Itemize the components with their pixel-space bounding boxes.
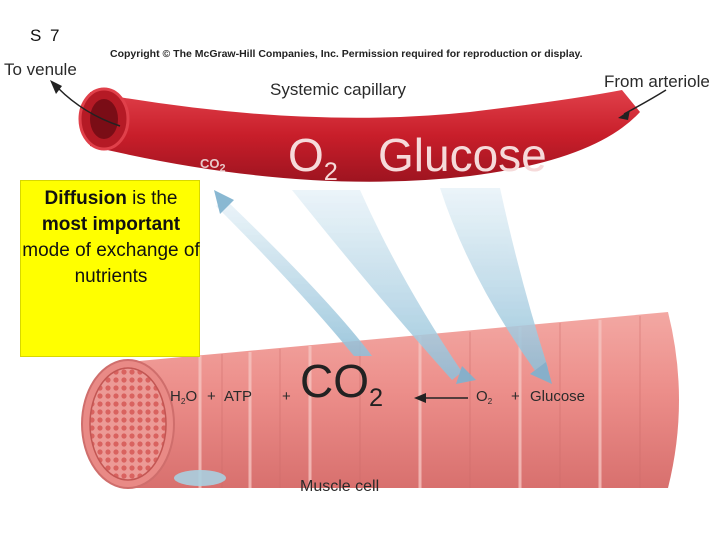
label-muscle-cell: Muscle cell xyxy=(300,478,380,495)
capillary-glucose: Glucose xyxy=(378,129,547,181)
slide-number: S 7 xyxy=(30,26,62,45)
muscle-atp: ATP xyxy=(224,388,253,405)
plus-sign: + xyxy=(282,388,291,405)
capillary-o2: O2 xyxy=(288,129,338,186)
capillary-co2: CO2 xyxy=(200,156,226,175)
muscle-co2: CO2 xyxy=(300,355,384,412)
label-to-venule: To venule xyxy=(4,60,77,79)
plus-sign: + xyxy=(207,388,216,405)
callout-text: Diffusion is the most important mode of … xyxy=(22,188,200,287)
muscle-o2: O2 xyxy=(476,388,493,406)
copyright-notice: Copyright © The McGraw-Hill Companies, I… xyxy=(110,48,583,60)
callout-box: Diffusion is the most important mode of … xyxy=(20,180,200,357)
label-systemic-capillary: Systemic capillary xyxy=(270,80,407,99)
diffusion-arrows xyxy=(214,188,552,384)
label-from-arteriole: From arteriole xyxy=(604,72,710,91)
capillary-shape xyxy=(78,87,640,182)
plus-sign: + xyxy=(511,388,520,405)
muscle-glucose: Glucose xyxy=(530,388,586,405)
muscle-h2o: H2O xyxy=(170,388,198,406)
